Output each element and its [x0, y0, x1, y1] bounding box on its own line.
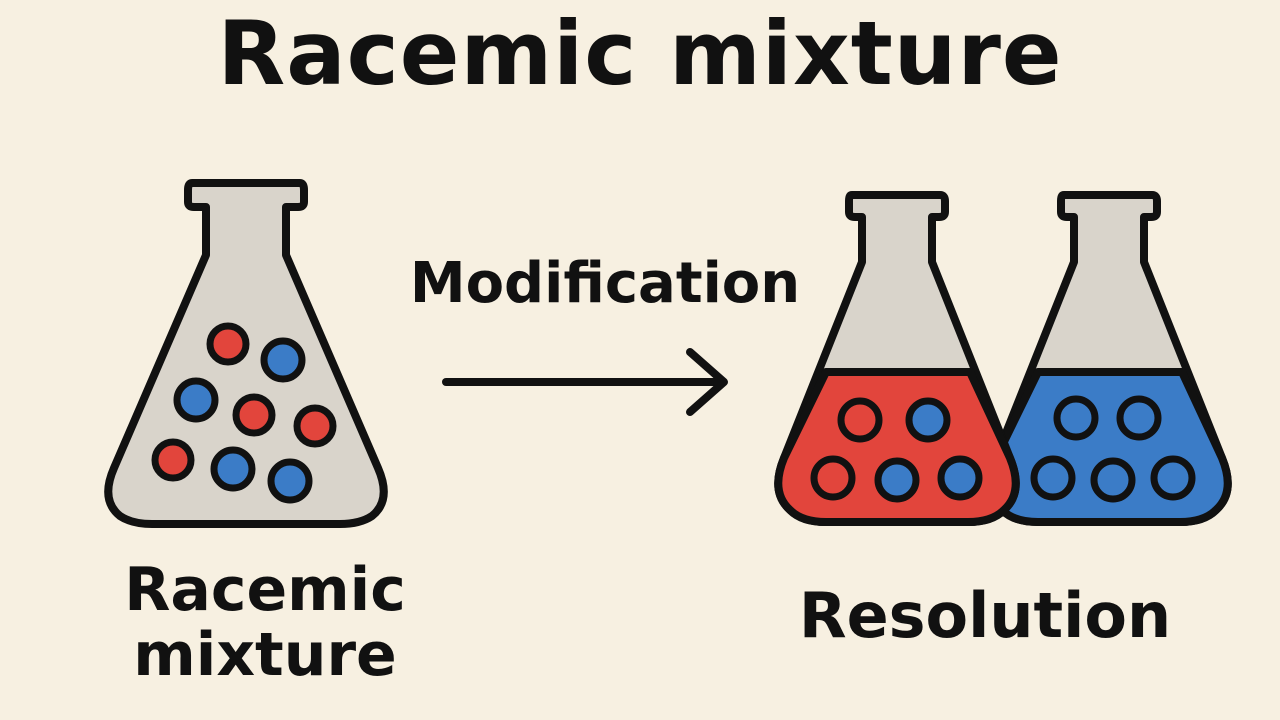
- molecule-red: [232, 393, 276, 437]
- right-arrow-icon: [442, 348, 728, 416]
- molecule-blue: [173, 377, 219, 423]
- blue-flask-icon: [986, 191, 1232, 526]
- molecule-red: [206, 322, 250, 366]
- molecule-blue: [260, 337, 306, 383]
- molecule-blue: [210, 446, 256, 492]
- left-flask-icon: [104, 179, 388, 528]
- arrow-label: Modification: [409, 251, 801, 316]
- page-title: Racemic mixture: [217, 2, 1063, 105]
- molecule-red: [151, 438, 195, 482]
- right-flasks-label: Resolution: [798, 579, 1172, 652]
- left-flask-label: Racemic mixture: [124, 555, 406, 690]
- molecule-blue: [267, 458, 313, 504]
- molecule-red: [293, 404, 337, 448]
- red-flask-icon: [774, 191, 1020, 526]
